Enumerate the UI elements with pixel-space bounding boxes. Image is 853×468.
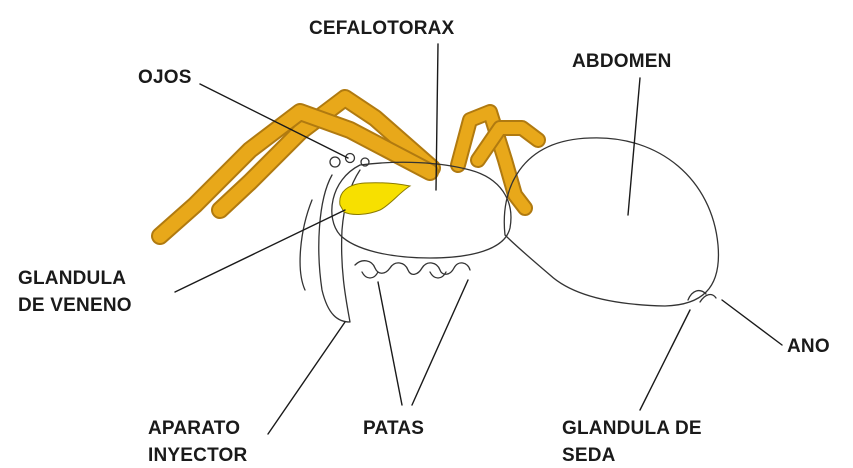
label-patas: PATAS bbox=[363, 418, 424, 439]
label-ano: ANO bbox=[787, 336, 830, 357]
leader-aparato bbox=[268, 322, 345, 434]
labels: CEFALOTORAX ABDOMEN OJOS GLANDULA DE VEN… bbox=[18, 18, 830, 466]
label-glandula-veneno-line2: DE VENENO bbox=[18, 295, 132, 316]
label-ojos: OJOS bbox=[138, 67, 192, 88]
leader-lines bbox=[175, 44, 782, 434]
eye-1 bbox=[330, 157, 340, 167]
spider-legs bbox=[160, 98, 538, 236]
leader-glandula-veneno bbox=[175, 210, 345, 292]
label-aparato-line2: INYECTOR bbox=[148, 445, 248, 466]
leader-patas-2 bbox=[412, 280, 468, 405]
label-glandula-veneno-line1: GLANDULA bbox=[18, 268, 126, 289]
leader-glandula-seda bbox=[640, 310, 690, 410]
venom-gland bbox=[340, 183, 410, 215]
label-glandula-seda-line2: SEDA bbox=[562, 445, 616, 466]
leader-ano bbox=[722, 300, 782, 345]
leader-patas-1 bbox=[378, 282, 402, 405]
abdomen-outline bbox=[504, 138, 718, 306]
leader-abdomen bbox=[628, 78, 640, 215]
label-glandula-seda-line1: GLANDULA DE bbox=[562, 418, 702, 439]
label-aparato-line1: APARATO bbox=[148, 418, 240, 439]
label-cefalotorax: CEFALOTORAX bbox=[309, 18, 455, 39]
leg-stubs bbox=[355, 261, 470, 275]
label-abdomen: ABDOMEN bbox=[572, 51, 672, 72]
